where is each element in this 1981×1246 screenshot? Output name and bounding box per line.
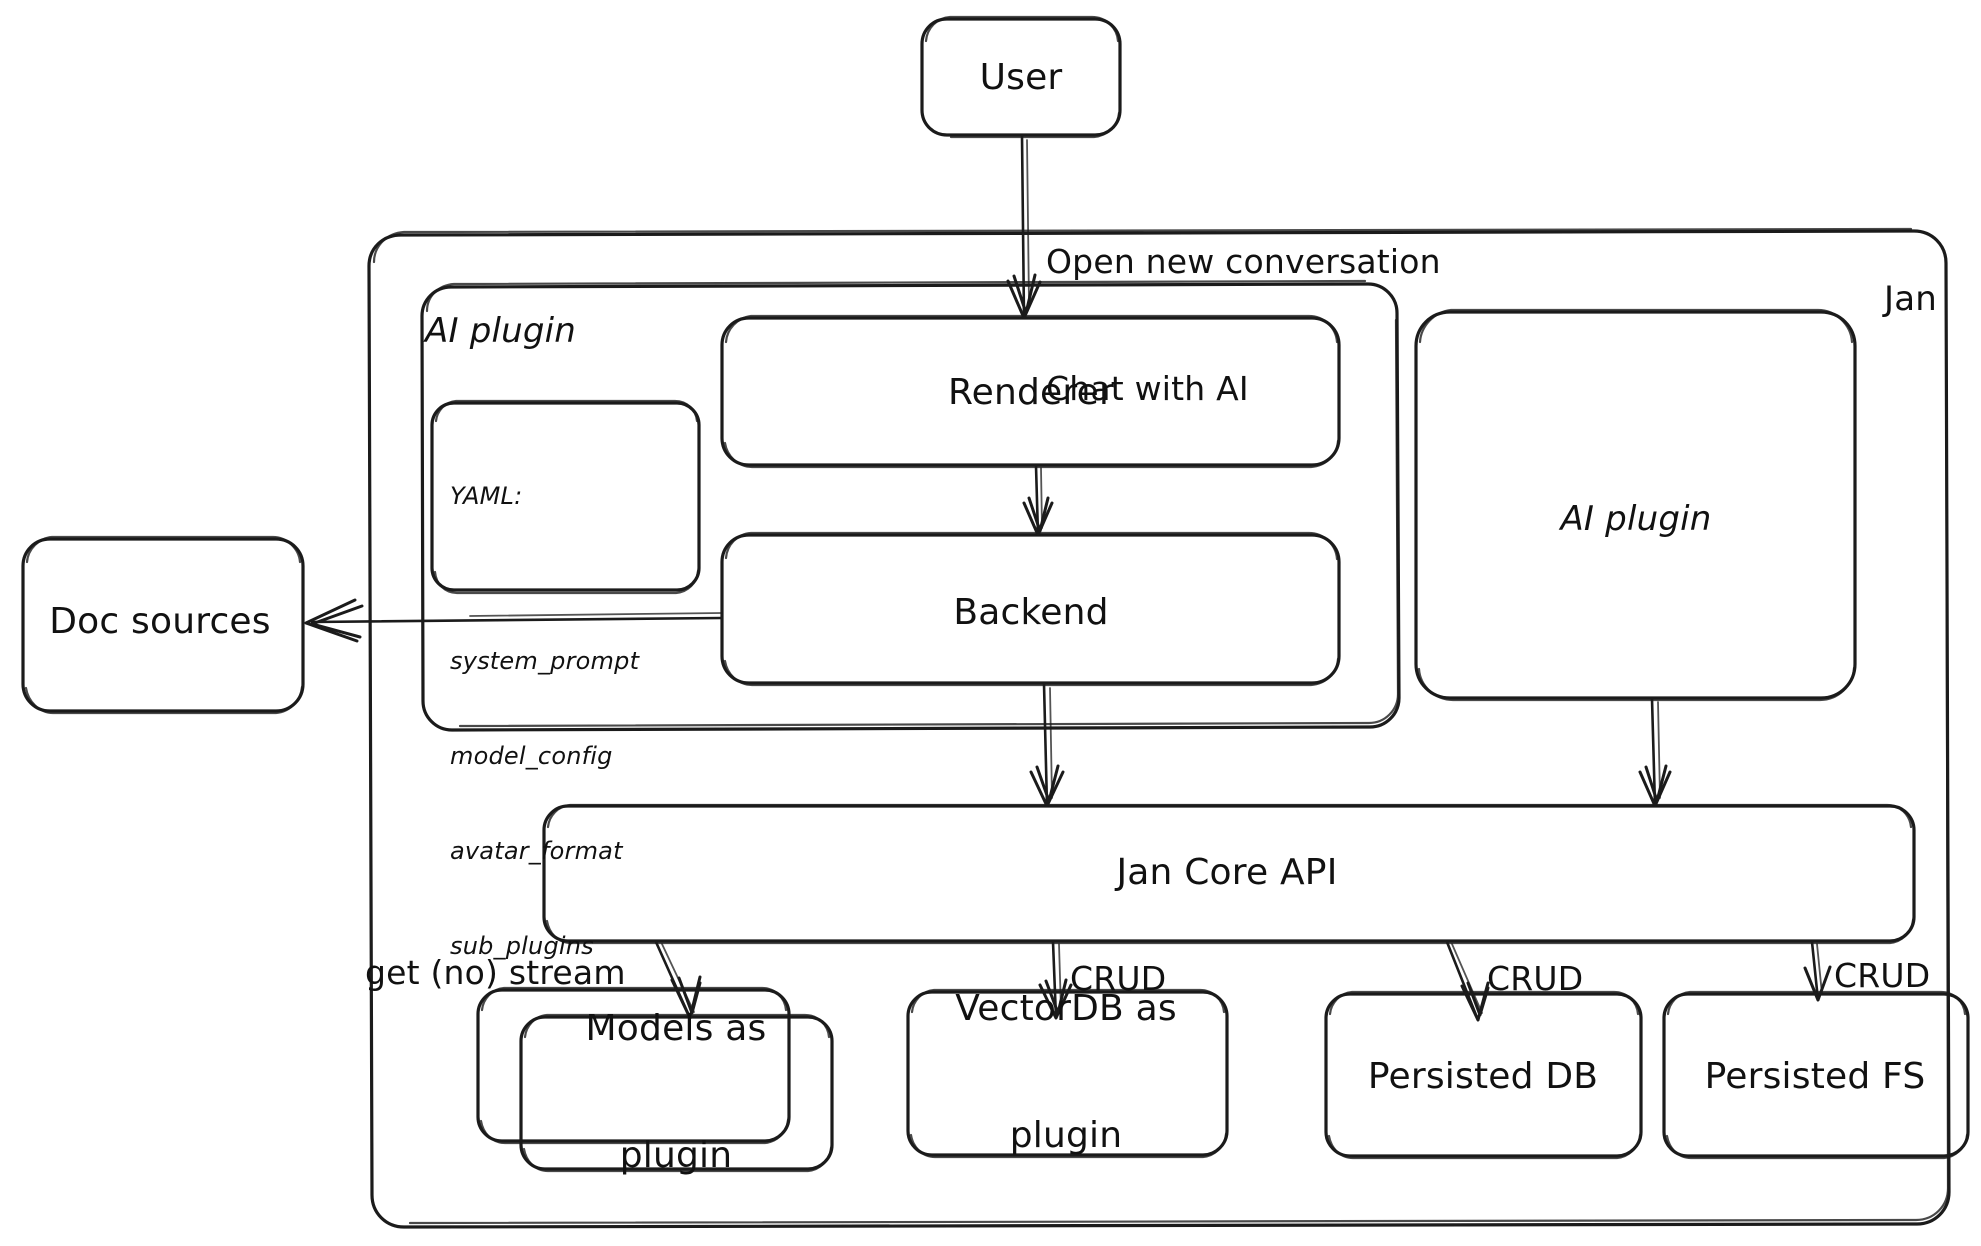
edge-renderer-to-backend bbox=[1022, 464, 1054, 537]
models-plugin-label-line2: plugin bbox=[619, 1135, 733, 1177]
models-plugin-label-line1: Models as bbox=[585, 1008, 767, 1050]
edge-core-api-to-persisted-fs bbox=[1803, 940, 1832, 1002]
backend-box-shape bbox=[720, 531, 1341, 687]
edge-core-api-to-models bbox=[654, 940, 702, 1020]
yaml-heading: YAML: bbox=[450, 482, 523, 511]
yaml-card: YAML: system_prompt model_config avatar_… bbox=[450, 418, 639, 1026]
ai-plugin-group-label: AI plugin bbox=[425, 311, 577, 351]
edge-label-get-no-stream: get (no) stream bbox=[365, 953, 626, 992]
yaml-key-sub-plugins: sub_plugins bbox=[450, 931, 594, 960]
ai-plugin-group-shape bbox=[420, 279, 1401, 732]
renderer-box-label: Renderer bbox=[948, 371, 1114, 413]
edge-core-api-to-vectordb bbox=[1038, 940, 1073, 1020]
vectordb-plugin-label-line1: VectorDB as bbox=[955, 988, 1177, 1030]
jan-core-api-label: Jan Core API bbox=[1116, 851, 1338, 893]
models-plugin-label: Models as plugin bbox=[586, 923, 767, 1246]
edge-label-crud-vectordb: CRUD bbox=[1070, 959, 1167, 998]
ai-plugin-box-shape bbox=[1414, 308, 1857, 702]
renderer-box-shape bbox=[720, 314, 1341, 469]
jan-container-shape bbox=[367, 227, 1951, 1229]
jan-container-label: Jan bbox=[1884, 279, 1938, 319]
edge-label-user-to-renderer: Open new conversation Chat with AI bbox=[1046, 157, 1441, 495]
yaml-key-system-prompt: system_prompt bbox=[450, 646, 640, 675]
yaml-card-shape bbox=[430, 399, 701, 595]
edge-backend-to-core-api bbox=[1029, 682, 1065, 808]
user-box-shape bbox=[920, 15, 1122, 139]
yaml-key-model-config: model_config bbox=[450, 741, 613, 770]
edge-label-crud-persisted-fs: CRUD bbox=[1834, 956, 1931, 995]
persisted-db-shape bbox=[1324, 990, 1643, 1160]
backend-box-label: Backend bbox=[953, 591, 1109, 633]
edge-label-open-new-conversation: Open new conversation bbox=[1046, 242, 1441, 282]
models-plugin-back-shape bbox=[476, 986, 791, 1145]
persisted-fs-label: Persisted FS bbox=[1704, 1055, 1926, 1097]
ai-plugin-box-label: AI plugin bbox=[1560, 499, 1712, 540]
edge-backend-to-doc-sources bbox=[304, 598, 724, 643]
user-box-label: User bbox=[979, 56, 1063, 98]
yaml-key-avatar-format: avatar_format bbox=[450, 836, 623, 865]
vectordb-plugin-shape bbox=[906, 988, 1229, 1159]
edge-ai-plugin-to-core-api bbox=[1638, 697, 1672, 808]
vectordb-plugin-label: VectorDB as plugin bbox=[955, 903, 1177, 1243]
doc-sources-box-label: Doc sources bbox=[49, 600, 271, 642]
jan-core-api-shape bbox=[542, 803, 1916, 945]
edge-label-crud-persisted-db: CRUD bbox=[1487, 959, 1584, 998]
edge-core-api-to-persisted-db bbox=[1445, 940, 1490, 1022]
edge-user-to-renderer bbox=[1006, 134, 1042, 320]
models-plugin-front-shape bbox=[519, 1013, 834, 1173]
persisted-db-label: Persisted DB bbox=[1367, 1055, 1599, 1097]
vectordb-plugin-label-line2: plugin bbox=[1009, 1115, 1123, 1157]
edge-label-chat-with-ai: Chat with AI bbox=[1046, 369, 1249, 409]
doc-sources-box-shape bbox=[21, 535, 305, 715]
